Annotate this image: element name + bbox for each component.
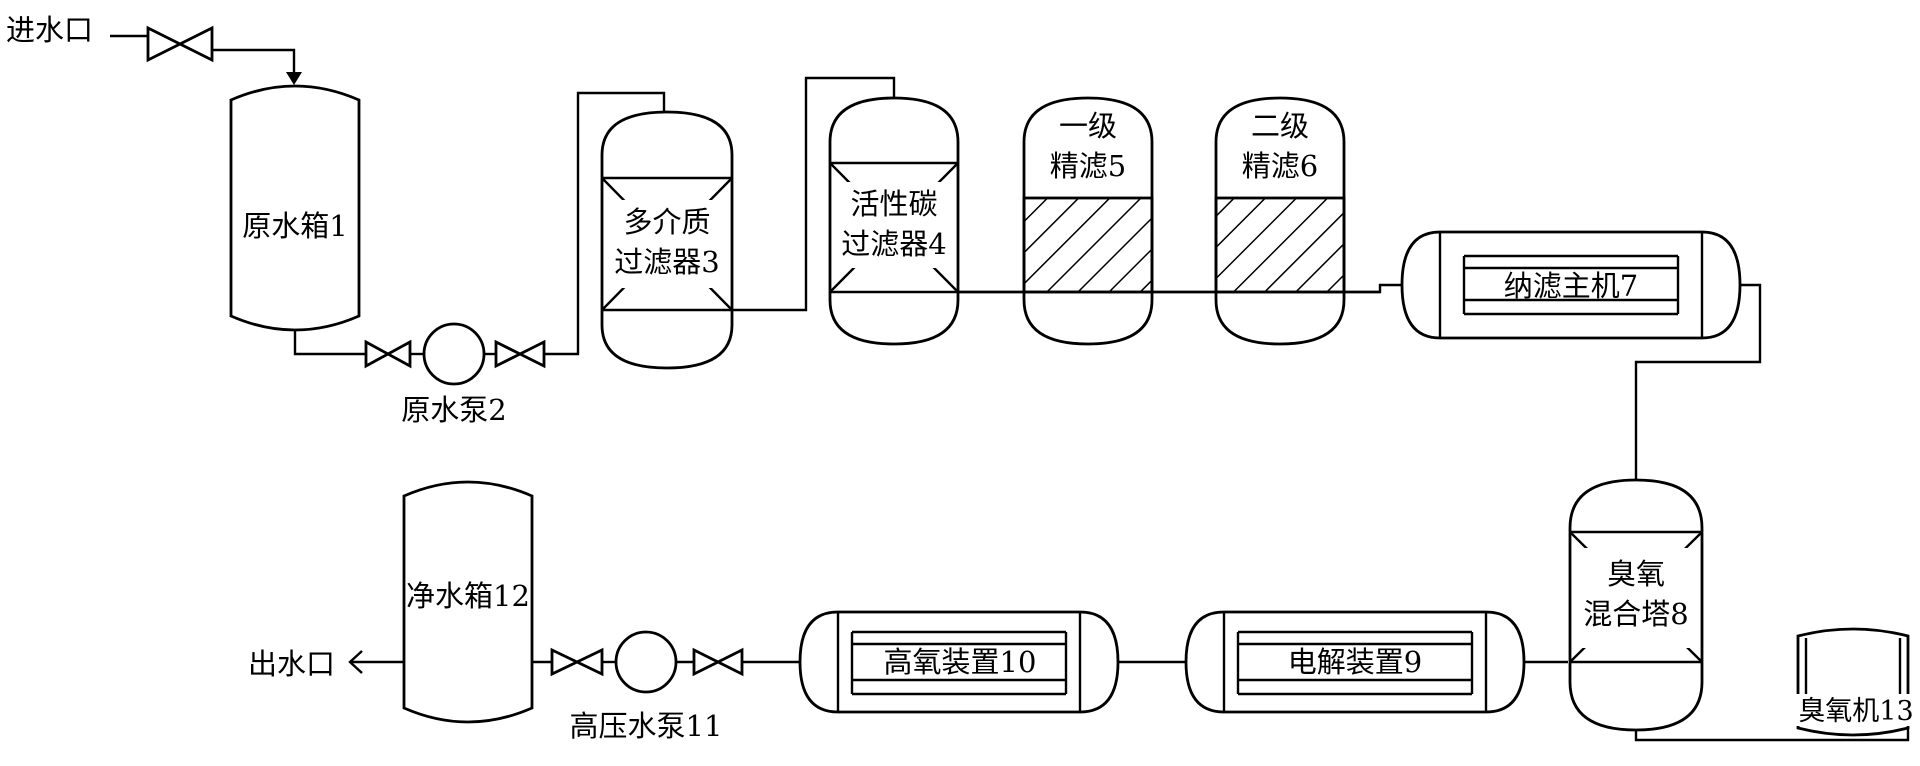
carbon-filter-label-1: 活性碳: [850, 187, 937, 221]
raw-tank-outlet-pipe: [293, 330, 366, 356]
pipe-to-multimedia-filter: [544, 91, 666, 356]
multimedia-filter[interactable]: [600, 110, 734, 370]
pipe-ozone-generator-to-tower: [1634, 720, 1910, 742]
high-oxygen-label: 高氧装置10: [884, 645, 1037, 679]
outlet-arrow-icon: [348, 650, 363, 674]
valve-hp-pump-in[interactable]: [692, 647, 744, 677]
inlet-arrow-icon: [286, 72, 302, 85]
primary-fine-filter[interactable]: [1022, 96, 1154, 346]
pipe-network: [110, 34, 1910, 742]
fine-filter2-label-2: 精滤6: [1242, 149, 1318, 183]
raw-pump-label: 原水泵2: [401, 393, 506, 427]
raw-water-tank[interactable]: [229, 84, 361, 332]
ozone-generator-label: 臭氧机13: [1798, 696, 1913, 727]
inlet-pipe-valve-right: [212, 48, 296, 80]
ozone-generator[interactable]: [1796, 627, 1916, 737]
valve-raw-pump-in[interactable]: [364, 339, 412, 369]
electrolysis-label: 电解装置9: [1288, 645, 1422, 679]
outlet-label: 出水口: [248, 647, 335, 681]
nanofiltration-label: 纳滤主机7: [1504, 269, 1638, 303]
fine-filter1-label-1: 一级: [1059, 109, 1117, 143]
ozone-tower-label-2: 混合塔8: [1583, 597, 1688, 631]
clean-water-tank[interactable]: [402, 480, 534, 724]
ozone-mixing-tower[interactable]: [1568, 478, 1704, 732]
valve-inlet[interactable]: [146, 25, 214, 63]
activated-carbon-filter[interactable]: [828, 96, 960, 346]
clean-tank-label: 净水箱12: [406, 579, 530, 613]
multimedia-filter-label-2: 过滤器3: [614, 245, 719, 279]
inlet-label: 进水口: [6, 13, 93, 47]
ozone-tower-label-1: 臭氧: [1607, 557, 1665, 591]
multimedia-filter-label-1: 多介质: [623, 205, 710, 239]
raw-tank-label: 原水箱1: [242, 209, 347, 243]
high-oxygen-device[interactable]: [798, 610, 1120, 714]
hp-pump-label: 高压水泵11: [570, 709, 723, 743]
valve-raw-pump-out[interactable]: [494, 339, 546, 369]
nanofiltration-unit[interactable]: [1400, 230, 1742, 340]
raw-water-pump[interactable]: [422, 322, 486, 386]
pipe-multimedia-to-carbon: [732, 76, 896, 312]
valve-hp-pump-out[interactable]: [550, 647, 604, 677]
fine-filter1-label-2: 精滤5: [1050, 149, 1126, 183]
electrolysis-device[interactable]: [1184, 610, 1526, 714]
carbon-filter-label-2: 过滤器4: [841, 227, 946, 261]
fine-filter2-label-1: 二级: [1251, 109, 1309, 143]
pipe-nf-to-ozone-tower: [1634, 283, 1762, 480]
high-pressure-pump[interactable]: [614, 630, 678, 694]
